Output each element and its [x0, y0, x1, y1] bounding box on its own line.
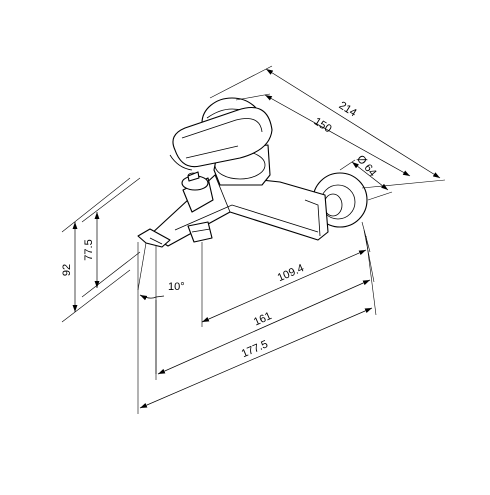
label-214: 214 — [337, 100, 359, 120]
label-161: 161 — [252, 310, 274, 328]
label-10-degrees: 10° — [168, 281, 185, 293]
label-109-4: 109.4 — [276, 262, 306, 284]
label-150: 150 — [312, 116, 334, 136]
label-77-5: 77.5 — [83, 239, 95, 260]
faucet-body — [137, 97, 368, 248]
dimension-77-5: 77.5 — [81, 177, 141, 298]
dimension-92: 92 — [61, 177, 131, 323]
dimension-161: 161 — [155, 229, 375, 380]
dimension-109-4: 109.4 — [201, 221, 371, 327]
label-92: 92 — [61, 264, 73, 276]
dimension-10-degrees: 10° — [137, 242, 185, 374]
label-177-5: 177.5 — [240, 338, 270, 360]
